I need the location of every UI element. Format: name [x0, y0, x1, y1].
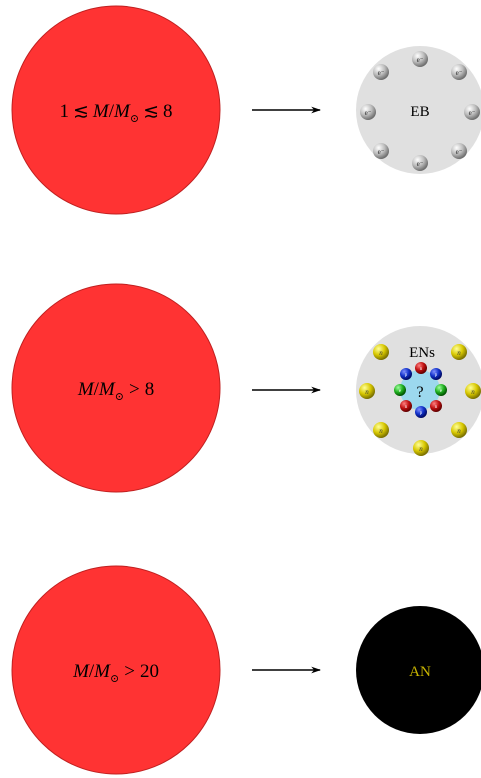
svg-text:n: n: [435, 405, 438, 410]
svg-text:e⁻: e⁻: [456, 69, 463, 77]
svg-text:n: n: [420, 367, 423, 372]
svg-text:n: n: [365, 388, 369, 396]
star-2-label: M/M⊙>8: [77, 379, 154, 403]
svg-text:e⁻: e⁻: [417, 160, 424, 168]
svg-text:n: n: [379, 427, 383, 435]
core-question-mark: ?: [416, 384, 423, 401]
star-3: [11, 565, 221, 775]
svg-text:e⁻: e⁻: [365, 109, 372, 117]
electron: e⁻: [373, 64, 389, 80]
svg-text:n: n: [405, 405, 408, 410]
core-particle: n: [400, 400, 412, 412]
neutron: n: [373, 344, 389, 360]
electron: e⁻: [451, 143, 467, 159]
electron-shell: e⁻ e⁻ e⁻ e⁻ e⁻ e⁻ e⁻ e⁻: [360, 51, 480, 171]
svg-text:e: e: [399, 389, 402, 394]
svg-text:e⁻: e⁻: [378, 148, 385, 156]
core-particle-bottom: p: [415, 406, 427, 418]
svg-text:p: p: [420, 411, 423, 416]
star-2: [11, 283, 221, 493]
core-particle: e: [394, 384, 406, 396]
neutron: n: [359, 383, 375, 399]
svg-text:n: n: [457, 427, 461, 435]
svg-text:e⁻: e⁻: [469, 109, 476, 117]
exotic-core: [400, 370, 440, 410]
row-2: M/M⊙>8 ENs n n n n n n n ? n p p e e n n…: [11, 283, 481, 493]
star-3-label: M/M⊙>20: [72, 661, 159, 685]
electron: e⁻: [451, 64, 467, 80]
row-3: M/M⊙>20 AN: [11, 565, 481, 775]
neutron: n: [451, 344, 467, 360]
star-1: [11, 5, 221, 215]
svg-text:n: n: [471, 388, 475, 396]
svg-text:e⁻: e⁻: [417, 56, 424, 64]
svg-text:e⁻: e⁻: [456, 148, 463, 156]
svg-text:e⁻: e⁻: [378, 69, 385, 77]
electron: e⁻: [412, 155, 428, 171]
core-particle: p: [400, 368, 412, 380]
svg-text:e: e: [440, 389, 443, 394]
svg-text:n: n: [419, 445, 423, 453]
neutron: n: [451, 422, 467, 438]
neutron-star-label: ENs: [409, 345, 435, 361]
star-1-label: 1≲M/M⊙≲8: [60, 101, 173, 125]
svg-text:n: n: [457, 349, 461, 357]
svg-text:n: n: [379, 349, 383, 357]
core-particle: e: [435, 384, 447, 396]
svg-text:p: p: [405, 373, 408, 378]
neutron: n: [465, 383, 481, 399]
core-particle: p: [430, 368, 442, 380]
electron: e⁻: [373, 143, 389, 159]
electron: e⁻: [412, 51, 428, 67]
white-dwarf: [356, 46, 481, 174]
black-hole: [356, 606, 481, 734]
row-1: 1≲M/M⊙≲8 EB e⁻ e⁻ e⁻ e⁻ e⁻ e⁻ e⁻ e⁻: [11, 5, 481, 215]
core-particles: n p p e e n n p: [394, 362, 447, 418]
core-particle-top: n: [415, 362, 427, 374]
electron: e⁻: [360, 104, 376, 120]
neutron: n: [413, 440, 429, 456]
white-dwarf-label: EB: [410, 104, 429, 120]
black-hole-label: AN: [409, 664, 431, 680]
neutron-shell: n n n n n n n: [359, 344, 481, 456]
svg-text:p: p: [435, 373, 438, 378]
neutron: n: [373, 422, 389, 438]
electron: e⁻: [464, 104, 480, 120]
core-particle: n: [430, 400, 442, 412]
